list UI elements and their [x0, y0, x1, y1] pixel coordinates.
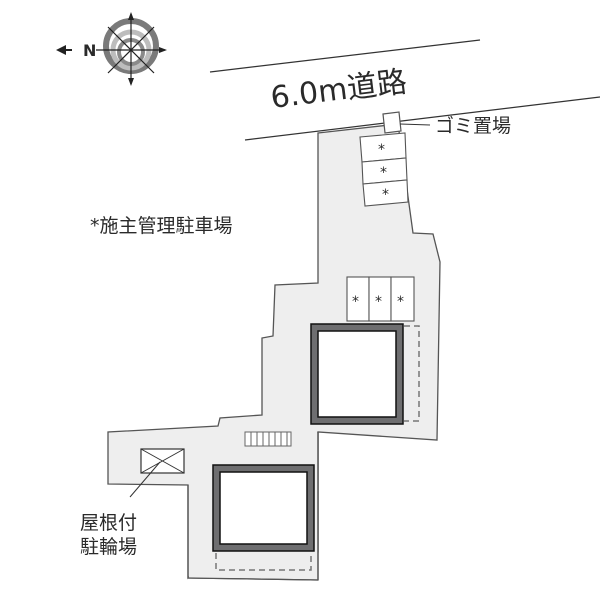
parking-space: [362, 179, 409, 207]
road-label: 6.0m道路: [269, 65, 409, 116]
parking-marker: *: [375, 294, 382, 310]
compass-north-label: N: [83, 41, 96, 60]
parking-marker: *: [378, 142, 385, 158]
parking-space: [390, 276, 415, 322]
parking-group-top: * * *: [359, 132, 409, 207]
parking-marker: *: [352, 294, 359, 310]
bike-label-line1: 屋根付: [80, 512, 137, 534]
compass-icon: [56, 12, 167, 86]
parking-marker: *: [380, 165, 387, 181]
parking-marker: *: [382, 187, 389, 203]
bike-parking-icon: [140, 448, 185, 474]
road-edge-bottom: [244, 96, 600, 141]
building-upper: [310, 323, 420, 425]
balcony-dashed: [404, 325, 420, 422]
bike-leader-line: [129, 461, 161, 498]
garbage-area: [382, 111, 402, 134]
garbage-leader-line: [399, 123, 431, 126]
stairs-icon: [244, 431, 292, 447]
garbage-label: ゴミ置場: [435, 115, 511, 137]
bike-label-line2: 駐輪場: [80, 536, 137, 558]
balcony-dashed: [215, 553, 312, 571]
owner-parking-label: *施主管理駐車場: [90, 215, 233, 237]
road-edge-top: [209, 39, 481, 73]
building-lower: [212, 464, 315, 571]
parking-marker: *: [397, 294, 404, 310]
lot-edge-bottom: [187, 577, 319, 581]
parking-group-middle: * * *: [346, 276, 415, 322]
